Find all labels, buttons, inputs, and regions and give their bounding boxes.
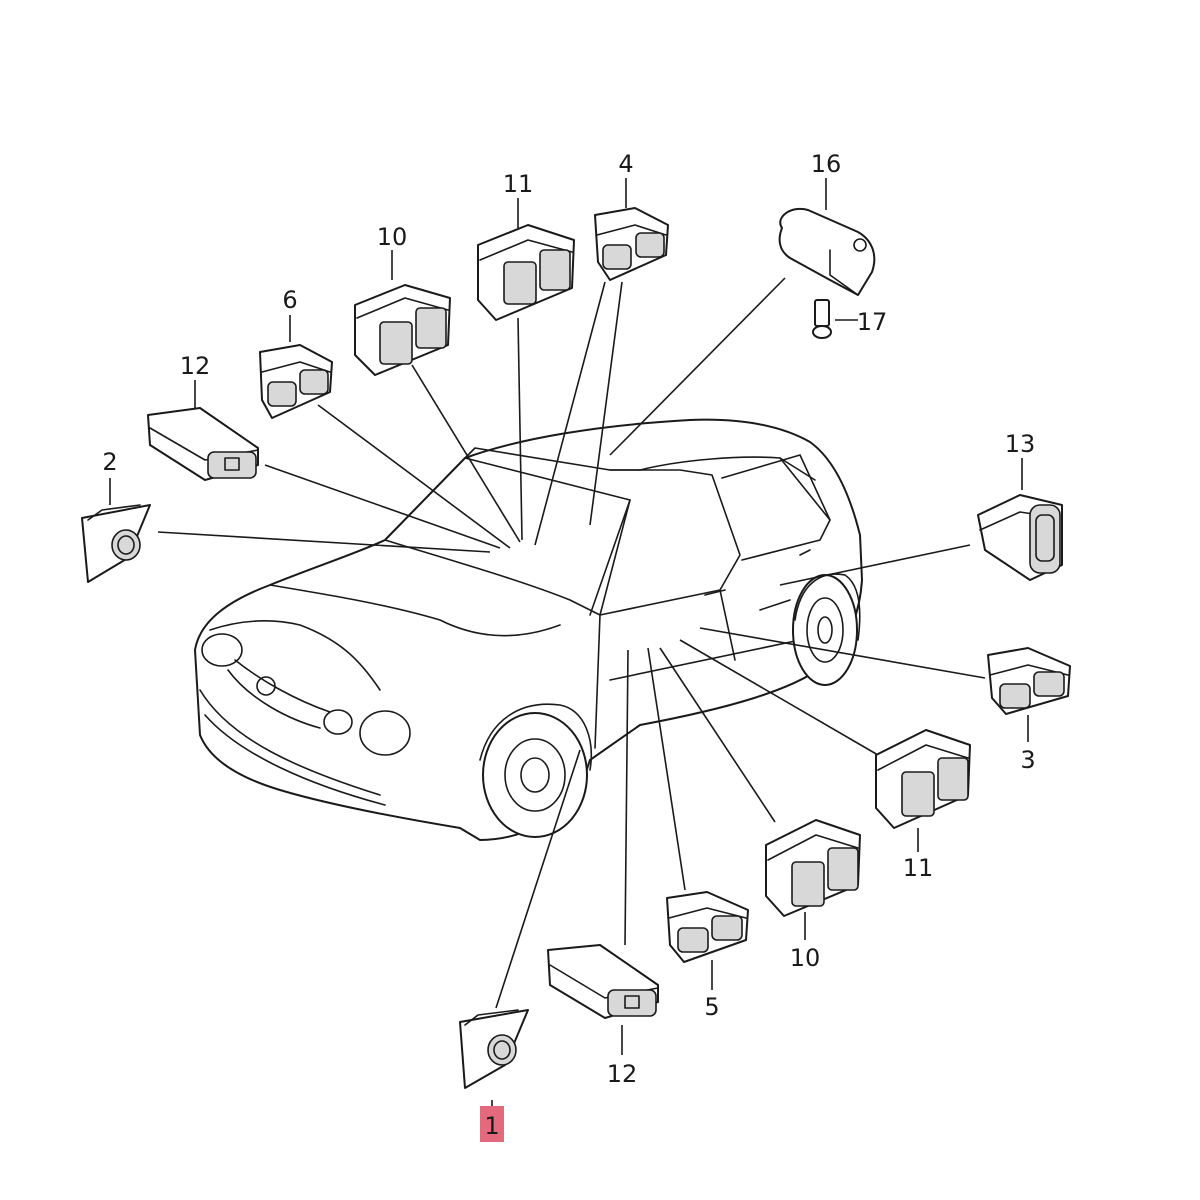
part-4-switch xyxy=(594,207,669,281)
part-1-mirror-switch xyxy=(459,1009,529,1089)
label-6: 6 xyxy=(282,286,297,314)
part-2-mirror-switch xyxy=(81,504,151,583)
label-1: 1 xyxy=(484,1112,499,1140)
label-12-bottom: 12 xyxy=(607,1060,638,1088)
part-10-double-switch-bottom xyxy=(765,819,861,917)
label-13: 13 xyxy=(1005,430,1036,458)
label-11-bottom: 11 xyxy=(903,854,934,882)
part-10-double-switch-top xyxy=(354,284,451,376)
part-3-switch xyxy=(987,647,1071,715)
part-11-double-switch-bottom xyxy=(875,729,971,829)
label-2: 2 xyxy=(102,448,117,476)
part-labels: 1 2 3 4 5 6 10 10 11 11 12 12 13 16 17 xyxy=(102,150,1036,1142)
label-16: 16 xyxy=(811,150,842,178)
label-5: 5 xyxy=(704,993,719,1021)
highlight-box-part-1 xyxy=(480,1106,504,1142)
part-16-sensor xyxy=(778,207,876,296)
label-11-top: 11 xyxy=(503,170,534,198)
leader-lines xyxy=(109,178,1029,1110)
label-10-bottom: 10 xyxy=(790,944,821,972)
part-6-switch xyxy=(259,344,333,419)
label-3: 3 xyxy=(1020,746,1035,774)
part-11-double-switch-top xyxy=(477,224,575,321)
part-12-single-switch-top xyxy=(147,407,259,481)
car-illustration xyxy=(194,418,863,841)
label-17: 17 xyxy=(857,308,888,336)
part-17-screw xyxy=(812,299,832,339)
part-13-switch xyxy=(977,494,1063,581)
part-5-switch xyxy=(666,891,749,963)
label-10-top: 10 xyxy=(377,223,408,251)
part-12-single-switch-bottom xyxy=(547,944,659,1019)
label-4: 4 xyxy=(618,150,633,178)
label-12-top: 12 xyxy=(180,352,211,380)
